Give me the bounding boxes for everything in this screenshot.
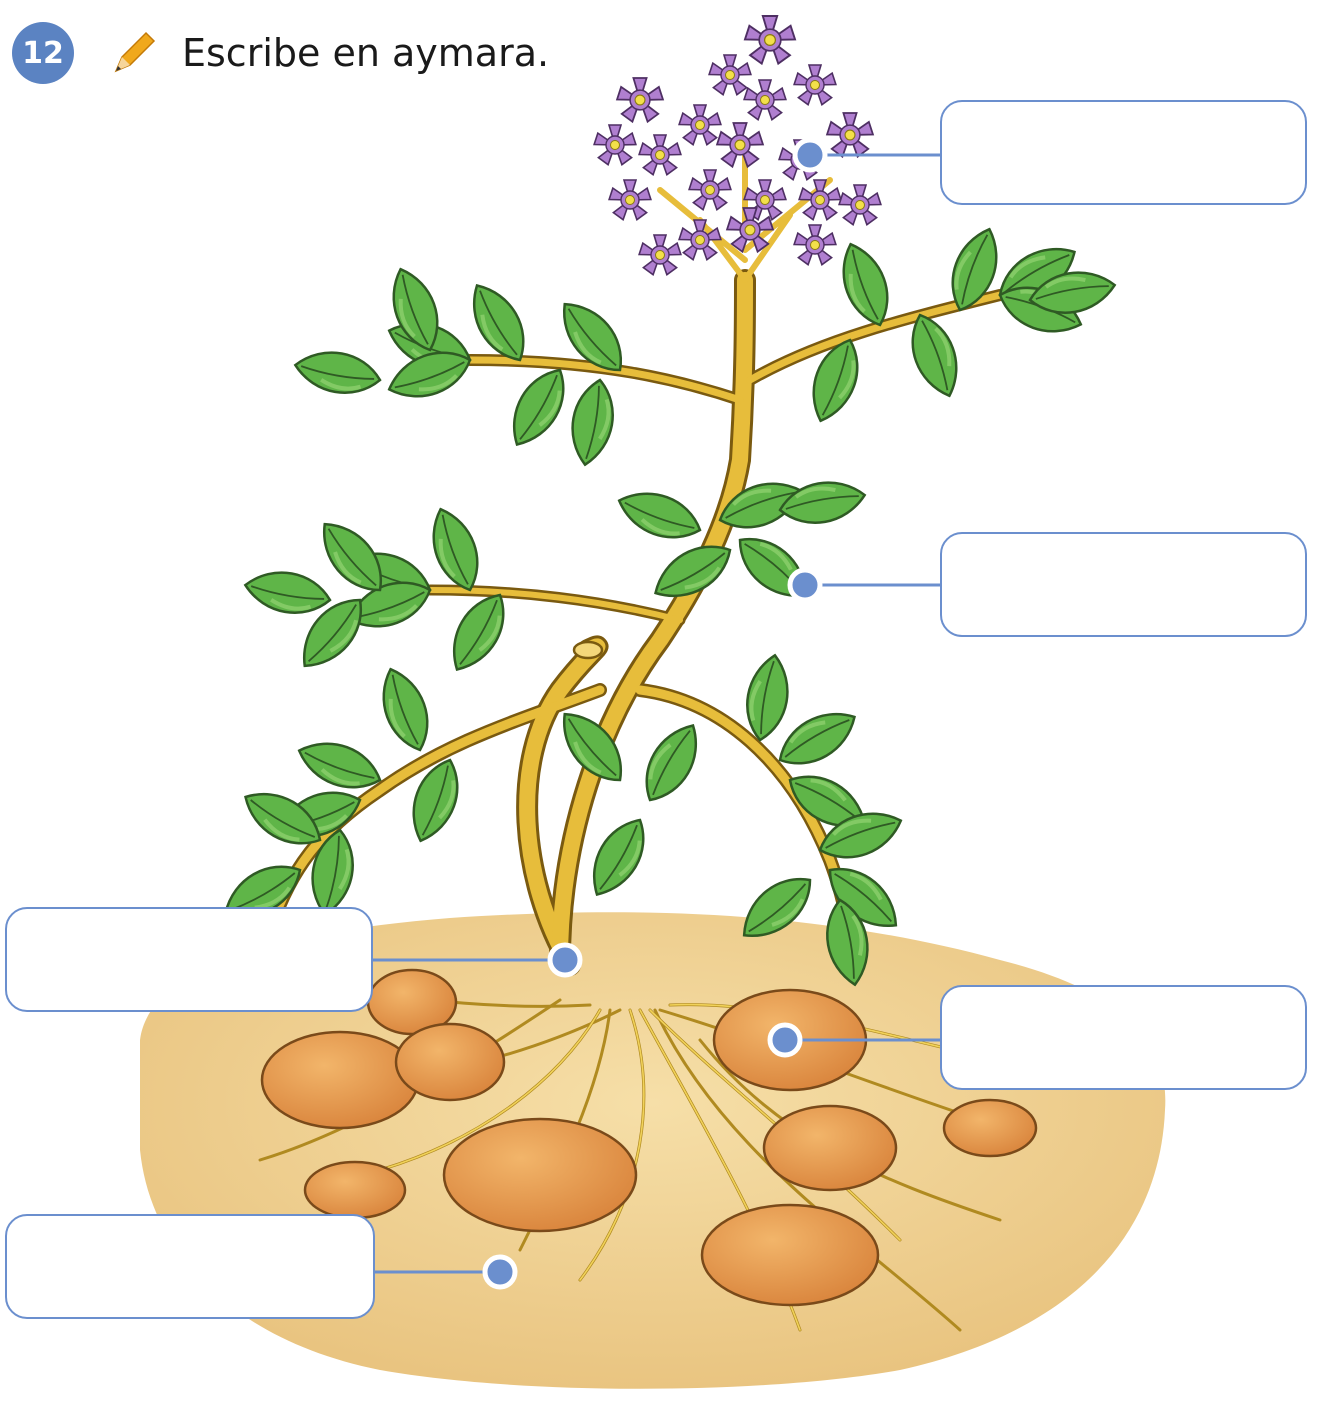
- flower-pointer-dot: [795, 140, 825, 170]
- tuber-pointer-dot: [770, 1025, 800, 1055]
- leaf-label-box[interactable]: [940, 532, 1307, 637]
- soil-label-box[interactable]: [5, 1214, 375, 1319]
- leaf-pointer-dot: [790, 570, 820, 600]
- pencil-icon: [108, 27, 160, 79]
- flower-cluster: [594, 16, 881, 275]
- exercise-header: 12 Escribe en aymara.: [12, 22, 549, 84]
- instruction-text: Escribe en aymara.: [182, 31, 549, 75]
- exercise-number-badge: 12: [12, 22, 74, 84]
- tuber-label-box[interactable]: [940, 985, 1307, 1090]
- flower-label-box[interactable]: [940, 100, 1307, 205]
- soil-pointer-dot: [485, 1257, 515, 1287]
- stem-pointer-dot: [550, 945, 580, 975]
- stem-label-box[interactable]: [5, 907, 373, 1012]
